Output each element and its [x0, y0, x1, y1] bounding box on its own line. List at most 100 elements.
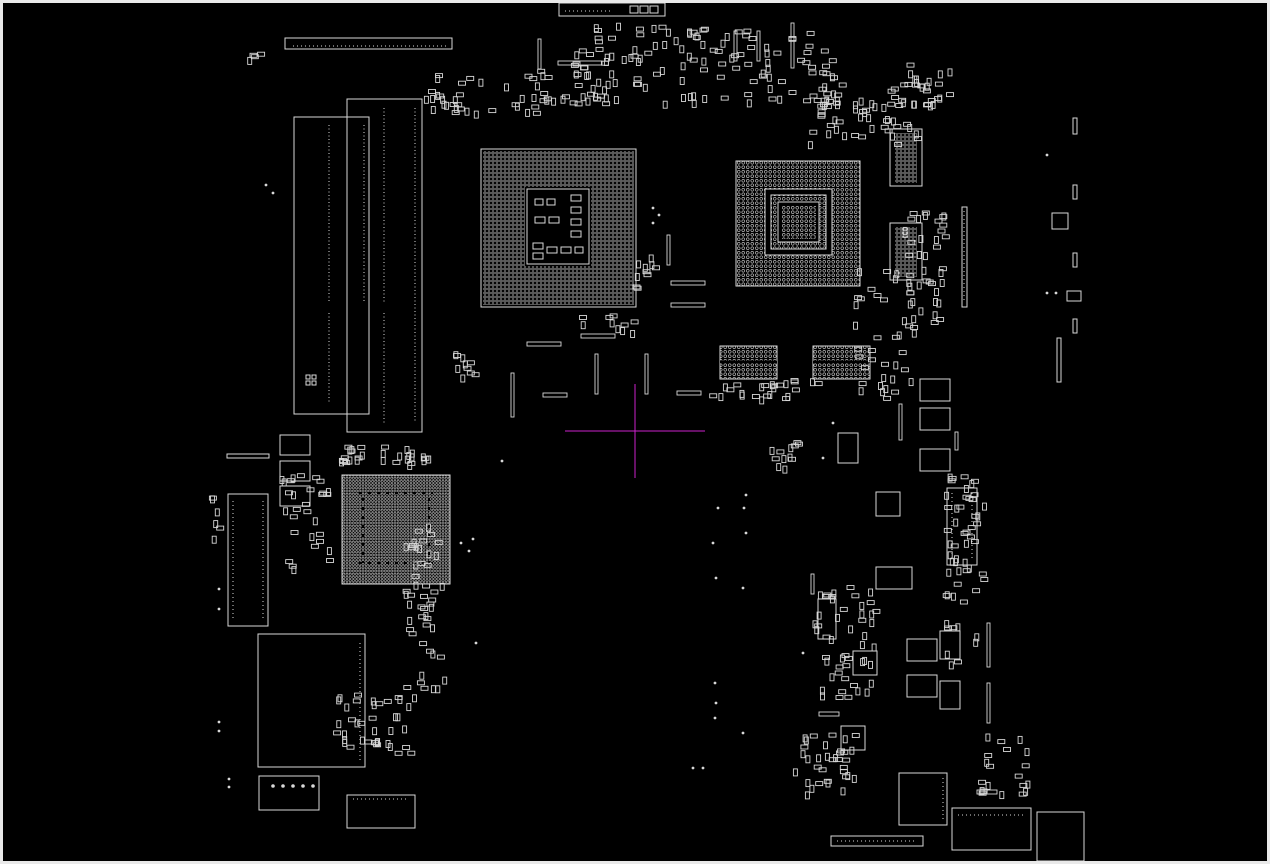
passive-pad — [867, 286, 876, 292]
passive-pad — [532, 110, 541, 116]
passive-pad — [937, 228, 946, 234]
passive-pad — [525, 108, 531, 117]
passive-pad — [835, 664, 844, 670]
passive-pad — [760, 69, 766, 78]
passive-pad — [291, 566, 297, 575]
passive-pad — [337, 694, 343, 703]
top-left-connector[interactable] — [284, 37, 453, 50]
right-edge-header[interactable] — [961, 206, 968, 308]
passive-pad — [782, 465, 788, 474]
passive-pad — [804, 791, 810, 800]
passive-pad — [349, 446, 355, 455]
passive-pad — [927, 98, 936, 103]
bottom-mid-connector[interactable] — [346, 794, 416, 829]
passive-pad — [288, 563, 297, 569]
passive-pad — [694, 32, 700, 41]
far-right-parts[interactable] — [1051, 117, 1082, 383]
passive-pad — [406, 627, 415, 633]
passive-pad — [346, 744, 355, 750]
passive-pad — [579, 315, 587, 320]
passive-pad — [658, 24, 667, 30]
passive-pad — [904, 81, 913, 87]
dimm-slot-a[interactable] — [293, 116, 370, 415]
passive-pad — [903, 121, 912, 127]
northbridge-chip[interactable] — [735, 160, 861, 287]
passive-pad — [370, 697, 376, 706]
passive-pad — [691, 99, 697, 108]
bottom-right-box[interactable] — [830, 772, 1085, 861]
passive-pad — [814, 623, 823, 629]
passive-pad — [430, 589, 439, 595]
passive-pad — [944, 491, 950, 500]
passive-pad — [822, 594, 831, 599]
passive-pad — [855, 354, 864, 360]
pcb-layout-canvas[interactable] — [3, 3, 1267, 861]
connector-pad — [537, 38, 542, 70]
passive-pad — [844, 694, 853, 700]
passive-pad — [973, 521, 982, 527]
passive-pad — [436, 654, 445, 660]
cpu-socket[interactable] — [480, 148, 637, 308]
passive-pad — [857, 268, 862, 277]
passive-pad — [783, 380, 789, 389]
via-hole — [217, 729, 221, 733]
passive-pad — [319, 490, 328, 496]
top-center-connector[interactable] — [558, 3, 666, 17]
southbridge-chip[interactable] — [341, 474, 451, 585]
passive-pad — [316, 538, 324, 544]
passive-pad — [823, 592, 832, 598]
passive-pad — [905, 323, 914, 329]
passive-pad — [642, 269, 651, 275]
passive-pad — [632, 46, 638, 55]
passive-pad — [891, 95, 900, 100]
passive-pad — [594, 28, 602, 33]
passive-pad — [680, 62, 686, 71]
passive-pad — [580, 65, 589, 71]
large-shield-box[interactable] — [257, 633, 366, 768]
passive-pad — [1021, 763, 1030, 769]
via-hole — [801, 651, 805, 655]
passive-pad — [418, 614, 427, 620]
bottom-left-connector[interactable] — [258, 775, 320, 811]
passive-pad — [744, 61, 753, 67]
passive-pad — [925, 279, 934, 285]
passive-pad — [529, 76, 538, 82]
passive-pad — [385, 740, 391, 748]
passive-pad — [911, 100, 917, 109]
passive-pad — [816, 754, 822, 763]
passive-pad — [402, 725, 408, 734]
passive-pad — [551, 97, 557, 106]
passive-pad — [866, 114, 872, 123]
passive-pad — [900, 367, 909, 373]
passive-pad — [616, 22, 621, 31]
right-chip-upper[interactable] — [889, 128, 923, 187]
passive-pad — [586, 52, 594, 57]
dimm-slot-b[interactable] — [346, 98, 423, 433]
passive-pad — [687, 28, 692, 37]
right-mid-chips[interactable] — [817, 378, 961, 751]
passive-pad — [800, 744, 809, 750]
memory-chip-left[interactable] — [719, 345, 778, 380]
connector-pad — [580, 333, 616, 339]
passive-pad — [822, 655, 830, 660]
via-hole — [1054, 291, 1058, 295]
passive-pad — [933, 298, 938, 306]
passive-pad — [829, 595, 835, 604]
passive-pad — [357, 720, 366, 726]
passive-pad — [257, 51, 266, 57]
connector-pad — [954, 431, 959, 451]
passive-pad — [433, 552, 439, 561]
passive-pad — [817, 112, 826, 118]
right-dip-chip[interactable] — [946, 487, 978, 566]
passive-pad — [791, 387, 800, 393]
right-chip-lower[interactable] — [889, 222, 923, 281]
passive-pad — [962, 558, 968, 567]
passive-pad — [453, 351, 459, 360]
via-hole — [714, 701, 718, 705]
passive-pad — [937, 94, 943, 103]
left-connector-vertical[interactable] — [227, 493, 269, 627]
passive-pad — [336, 720, 342, 729]
via-hole — [821, 456, 825, 460]
passive-pad — [890, 117, 896, 126]
via-hole — [742, 506, 746, 510]
